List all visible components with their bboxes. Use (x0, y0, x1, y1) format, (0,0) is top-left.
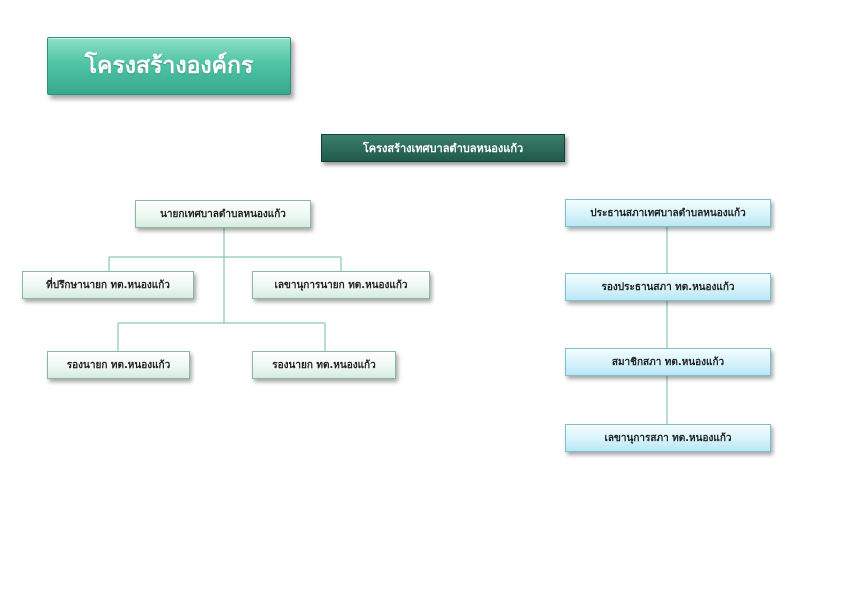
node-council-vice-chair: รองประธานสภา ทต.หนองแก้ว (565, 273, 771, 301)
node-council-member: สมาชิกสภา ทต.หนองแก้ว (565, 348, 771, 376)
node-mayor-advisor: ที่ปรึกษานายก ทต.หนองแก้ว (22, 271, 194, 299)
node-deputy-mayor-1: รองนายก ทต.หนองแก้ว (47, 351, 190, 379)
node-deputy-mayor-2: รองนายก ทต.หนองแก้ว (252, 351, 396, 379)
node-mayor: นายกเทศบาลตำบลหนองแก้ว (135, 200, 311, 228)
org-main-header: โครงสร้างเทศบาลตำบลหนองแก้ว (321, 134, 565, 162)
node-council-chair: ประธานสภาเทศบาลตำบลหนองแก้ว (565, 199, 771, 227)
page-title: โครงสร้างองค์กร (47, 37, 291, 95)
node-mayor-secretary: เลขานุการนายก ทต.หนองแก้ว (252, 271, 430, 299)
node-council-secretary: เลขานุการสภา ทต.หนองแก้ว (565, 424, 771, 452)
